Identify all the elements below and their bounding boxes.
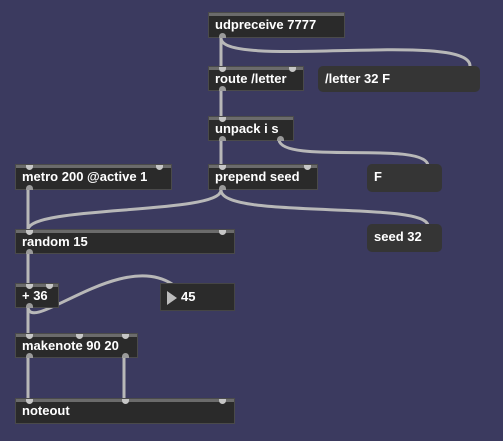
- inlet[interactable]: [219, 165, 226, 170]
- prepend-label: prepend seed: [215, 169, 300, 184]
- seed-message[interactable]: seed 32: [367, 224, 442, 252]
- inlet[interactable]: [122, 334, 129, 339]
- cord-prepend-random: [26, 188, 223, 232]
- inlet[interactable]: [289, 67, 296, 72]
- inlet[interactable]: [304, 165, 311, 170]
- inlet[interactable]: [122, 399, 129, 404]
- outlet[interactable]: [219, 136, 226, 141]
- makenote-object[interactable]: makenote 90 20: [15, 333, 138, 358]
- cord-unpack-f: [277, 138, 430, 168]
- letter-message[interactable]: /letter 32 F: [318, 66, 480, 92]
- outlet[interactable]: [219, 33, 226, 38]
- f-message[interactable]: F: [367, 164, 442, 192]
- inlet[interactable]: [46, 284, 53, 289]
- makenote-label: makenote 90 20: [22, 338, 119, 353]
- prepend-object[interactable]: prepend seed: [208, 164, 318, 190]
- cord-udpreceive-message: [219, 36, 472, 68]
- route-label: route /letter: [215, 71, 287, 86]
- outlet[interactable]: [26, 249, 33, 254]
- inlet[interactable]: [26, 230, 33, 235]
- plus-label: + 36: [22, 288, 48, 303]
- udpreceive-label: udpreceive 7777: [215, 17, 317, 32]
- outlet[interactable]: [26, 303, 33, 308]
- inlet[interactable]: [219, 117, 226, 122]
- metro-label: metro 200 @active 1: [22, 169, 148, 184]
- noteout-object[interactable]: noteout: [15, 398, 235, 424]
- inlet[interactable]: [26, 165, 33, 170]
- noteout-label: noteout: [22, 403, 70, 418]
- random-object[interactable]: random 15: [15, 229, 235, 254]
- cord-plus-number: [26, 274, 174, 315]
- number-triangle-icon: [167, 291, 177, 305]
- letter-message-label: /letter 32 F: [325, 71, 391, 86]
- inlet[interactable]: [26, 284, 33, 289]
- seed-message-label: seed 32: [374, 229, 422, 244]
- cord-prepend-seed: [219, 188, 430, 228]
- outlet[interactable]: [277, 136, 284, 141]
- inlet[interactable]: [26, 334, 33, 339]
- route-object[interactable]: route /letter: [208, 66, 304, 91]
- inlet[interactable]: [219, 67, 226, 72]
- inlet[interactable]: [156, 165, 163, 170]
- inlet[interactable]: [76, 334, 83, 339]
- outlet[interactable]: [219, 185, 226, 190]
- inlet[interactable]: [219, 230, 226, 235]
- outlet[interactable]: [26, 353, 33, 358]
- unpack-object[interactable]: unpack i s: [208, 116, 294, 141]
- metro-object[interactable]: metro 200 @active 1: [15, 164, 172, 190]
- f-message-label: F: [374, 169, 382, 184]
- unpack-label: unpack i s: [215, 121, 279, 136]
- outlet[interactable]: [219, 86, 226, 91]
- udpreceive-object[interactable]: udpreceive 7777: [208, 12, 345, 38]
- plus-object[interactable]: + 36: [15, 283, 59, 308]
- number-box[interactable]: 45: [160, 283, 235, 311]
- inlet[interactable]: [26, 399, 33, 404]
- random-label: random 15: [22, 234, 88, 249]
- outlet[interactable]: [26, 185, 33, 190]
- outlet[interactable]: [122, 353, 129, 358]
- number-value: 45: [181, 289, 196, 304]
- inlet[interactable]: [219, 399, 226, 404]
